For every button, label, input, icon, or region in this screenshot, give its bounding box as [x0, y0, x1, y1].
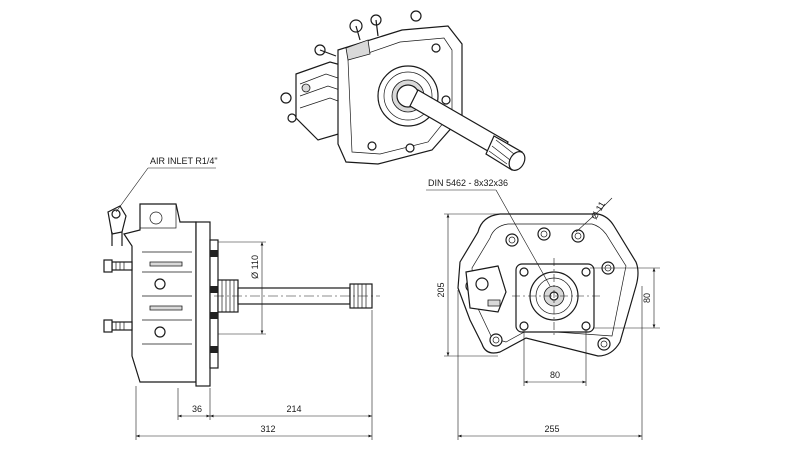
air-inlet-label: AIR INLET R1/4": [150, 156, 218, 166]
dim-lower-chain: 36 214: [177, 310, 373, 440]
isometric-view: [280, 10, 526, 171]
dim-205-label: 205: [436, 282, 446, 297]
air-inlet-callout: AIR INLET R1/4": [115, 156, 218, 213]
dim-36-label: 36: [192, 404, 202, 414]
iso-shaft: [409, 89, 526, 171]
spline-spec-label: DIN 5462 - 8x32x36: [428, 178, 508, 188]
dim-shaft-diameter-label: Ø 110: [250, 255, 260, 279]
side-studs: [103, 259, 133, 333]
side-housing: [123, 203, 197, 383]
dim-overall-length: 312: [135, 386, 372, 440]
front-view: DIN 5462 - 8x32x36 Ø 11 205 80 80: [426, 178, 660, 440]
spline-callout: DIN 5462 - 8x32x36: [426, 178, 551, 287]
dim-80h-label: 80: [550, 370, 560, 380]
front-mount: [512, 258, 600, 336]
front-valve-block: [465, 265, 507, 313]
side-shaft: [214, 279, 380, 313]
dim-bolt-spacing-h: 80: [523, 330, 587, 386]
dim-255-label: 255: [544, 424, 559, 434]
side-view: AIR INLET R1/4" Ø 110 36 214 312: [103, 156, 380, 440]
air-inlet-fitting: [107, 205, 127, 246]
dim-214-label: 214: [286, 404, 301, 414]
side-flange: [195, 221, 219, 387]
dim-80v-label: 80: [642, 293, 652, 303]
dim-overall-width: 255: [457, 286, 643, 440]
dim-bolt-spacing-v: 80: [590, 267, 660, 329]
dim-overall-height: 205: [436, 213, 500, 357]
dim-shaft-diameter: Ø 110: [218, 241, 266, 335]
dim-312-label: 312: [260, 424, 275, 434]
